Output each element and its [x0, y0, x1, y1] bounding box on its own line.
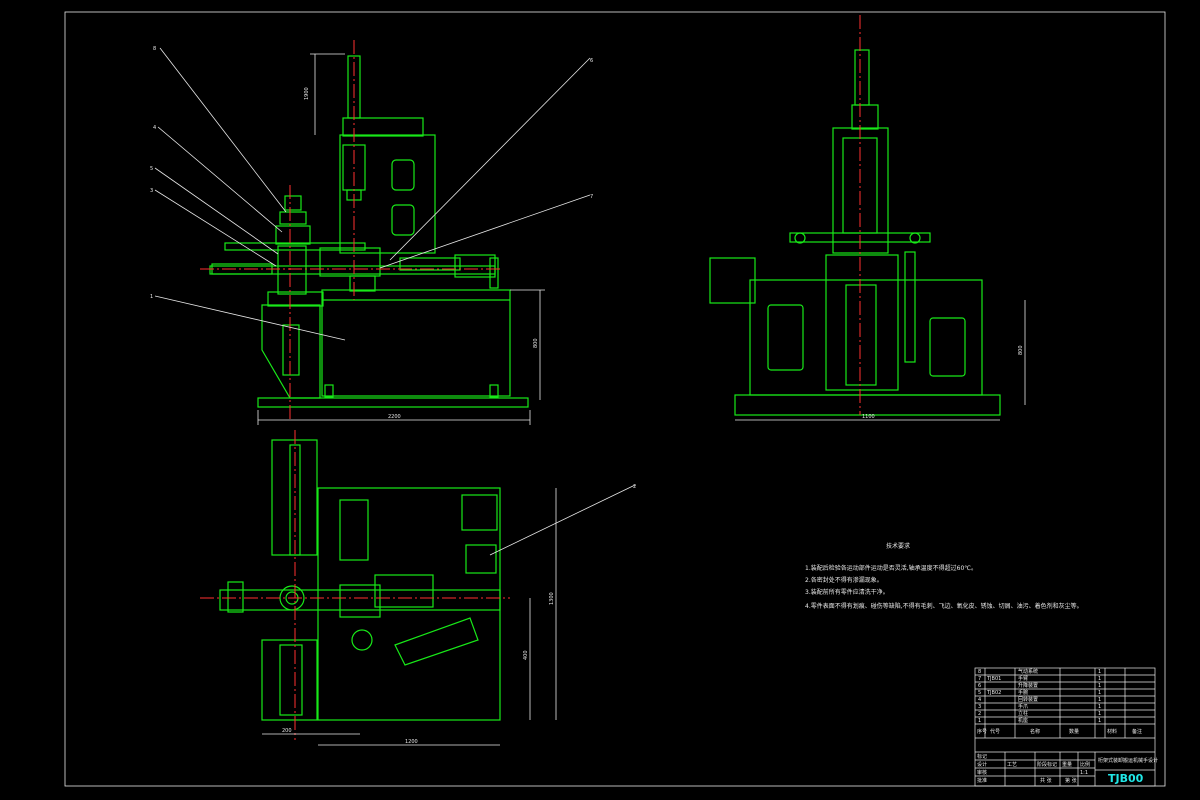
row-qty: 1: [1098, 669, 1101, 675]
row-name: 气动系统: [1018, 668, 1038, 675]
part-label-5: 5: [150, 166, 153, 172]
row-no: 3: [978, 704, 981, 710]
part-label-2: 2: [633, 484, 636, 490]
row-no: 5: [978, 690, 981, 696]
plan-view: [200, 430, 636, 746]
row-no: 4: [978, 697, 981, 703]
drawing-number: TJB00: [1108, 772, 1144, 785]
row-name: 手腕: [1018, 689, 1028, 696]
label-sheet-no: 第 张: [1065, 777, 1077, 784]
drawing-border: [64, 11, 1166, 787]
label-process: 工艺: [1007, 762, 1017, 768]
dim-plan-left: 400: [523, 650, 529, 660]
header-remark: 备注: [1132, 728, 1142, 735]
row-qty: 1: [1098, 704, 1101, 710]
row-name: 升降装置: [1018, 682, 1038, 689]
row-code: TJB02: [986, 690, 1001, 696]
front-view: [154, 40, 591, 425]
side-view: [709, 15, 1026, 421]
label-weight: 重量: [1062, 761, 1072, 768]
design-title: 桁架式装卸搬运机械手设计: [1098, 757, 1158, 764]
parts-list: 8 气动系统 1 7 TJB01 手臂 1 6 升降装置 1 5 TJB02 手…: [977, 668, 1158, 785]
row-qty: 1: [1098, 676, 1101, 682]
dim-front-width: 2200: [388, 414, 401, 420]
row-no: 2: [978, 711, 981, 717]
row-qty: 1: [1098, 690, 1101, 696]
tech-note-4: 4.零件表面不得有划痕、碰伤等缺陷,不得有毛刺、飞边、氧化皮、锈蚀、切屑、油污、…: [805, 602, 1083, 610]
tech-note-1: 1.装配后检验各运动部件运动是否灵活,轴承温度不得超过60℃。: [805, 564, 977, 572]
tech-note-2: 2.各密封处不得有渗漏现象。: [805, 576, 883, 584]
label-sheets: 共 张: [1040, 777, 1052, 784]
row-code: TJB01: [986, 676, 1001, 682]
header-code: 代号: [990, 728, 1000, 735]
part-label-6: 6: [590, 58, 593, 64]
row-qty: 1: [1098, 683, 1101, 689]
scale-value: 1:1: [1080, 770, 1088, 776]
header-no: 序号: [977, 728, 987, 735]
row-no: 1: [978, 718, 981, 724]
row-name: 机座: [1018, 717, 1028, 724]
part-label-7: 7: [590, 194, 593, 200]
title-block: [974, 667, 1156, 787]
label-check: 审核: [977, 769, 987, 776]
header-material: 材料: [1107, 728, 1117, 735]
part-label-1: 1: [150, 294, 153, 300]
dim-front-height: 1900: [304, 87, 310, 100]
row-name: 回转装置: [1018, 696, 1038, 703]
row-qty: 1: [1098, 697, 1101, 703]
dim-plan-width: 1200: [405, 739, 418, 745]
tech-requirements-title: 技术要求: [886, 542, 910, 550]
label-stage: 阶段标记: [1037, 761, 1057, 768]
row-no: 7: [978, 676, 981, 682]
row-qty: 1: [1098, 711, 1101, 717]
dim-side-width: 1100: [862, 414, 875, 420]
header-qty: 数量: [1069, 728, 1079, 735]
row-name: 手臂: [1018, 675, 1028, 682]
dim-plan-left2: 200: [282, 728, 292, 734]
header-name: 名称: [1030, 728, 1040, 735]
dim-plan-height: 1300: [549, 592, 555, 605]
row-name: 立柱: [1018, 710, 1028, 717]
label-approve: 批准: [977, 777, 987, 784]
part-label-4: 4: [153, 125, 156, 131]
dim-side-height: 800: [1018, 345, 1024, 355]
label-mark: 标记: [977, 753, 987, 760]
row-no: 6: [978, 683, 981, 689]
row-qty: 1: [1098, 718, 1101, 724]
part-label-3: 3: [150, 188, 153, 194]
row-name: 手爪: [1018, 703, 1028, 710]
label-scale: 比例: [1080, 761, 1090, 768]
dim-front-base-height: 800: [533, 338, 539, 348]
label-design: 设计: [977, 761, 987, 768]
row-no: 8: [978, 669, 981, 675]
part-label-8: 8: [153, 46, 156, 52]
tech-note-3: 3.装配前所有零件应清洗干净。: [805, 588, 889, 596]
